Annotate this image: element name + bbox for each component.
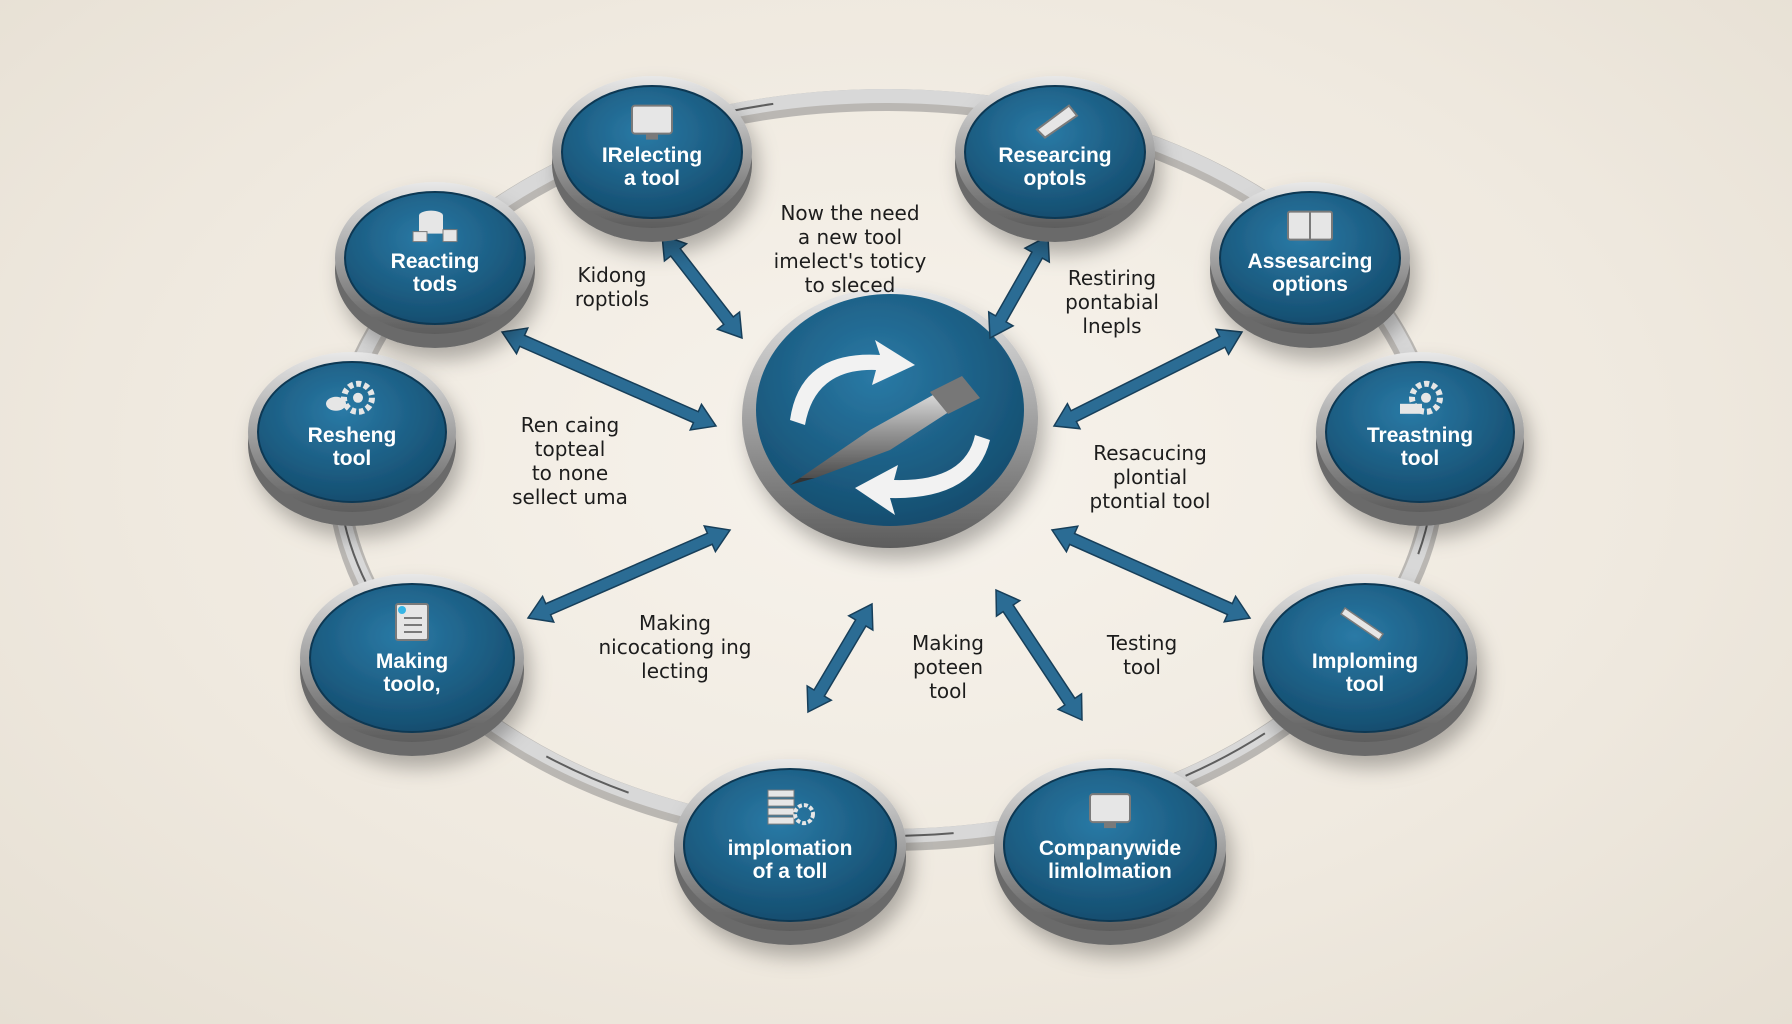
node-label: Assesarcing [1248,250,1373,273]
node-label: Researcing [998,144,1111,167]
pen-icon [1339,606,1385,642]
arrow-bottom-right [995,588,1083,722]
note-line: ptontial tool [1090,489,1211,513]
document-icon [395,603,429,641]
note-line: Making [639,611,711,635]
note-line: Now the need [780,201,919,225]
node-label: Treastning [1367,424,1473,447]
refresh-arrow-bottom-icon [855,435,990,515]
note-line: toptеal [535,437,606,461]
node-label: options [1272,273,1348,296]
center-disc [742,288,1038,548]
node-label: limlolmation [1048,860,1172,883]
note-line: tool [1123,655,1161,679]
note-line: Testing [1106,631,1177,655]
monitor-icon [1089,793,1131,829]
pen-icon [790,376,980,485]
note-line: poteen [913,655,983,679]
arrow-lower-right [1050,525,1252,623]
note-line: lecting [641,659,709,683]
refresh-arrow-top-icon [790,340,915,425]
note-line: sellect uma [512,485,628,509]
note-line: Kidong [578,263,647,287]
node-label: of a toll [753,860,828,883]
node-label: implomation [728,837,853,860]
note-line: a new tool [798,225,902,249]
note-line: to sleced [805,273,896,297]
note-line: Restiring [1068,266,1156,290]
arrow-top-right [987,234,1051,340]
stack-gear-icon [767,789,815,826]
node-label: tods [413,273,457,296]
arrow-lower-left [526,524,732,624]
monitor-icon [631,104,673,140]
node-label: a tool [624,167,680,190]
arrow-upper-right [1052,328,1244,430]
node-label: tool [1346,673,1384,696]
note-line: Ren caing [521,413,620,437]
node-label: tool [1401,447,1439,470]
node-label: Imploming [1312,650,1418,673]
node-label: Resheng [308,424,397,447]
note-line: roptiols [575,287,649,311]
gears-icon [1400,380,1443,415]
note-line: to none [532,461,608,485]
arrow-top-left [661,233,743,340]
note-line: Making [912,631,984,655]
node-label: tool [333,447,371,470]
node-label: Companywide [1039,837,1181,860]
note-line: nicocationg ing [598,635,751,659]
gear-icon [326,380,375,415]
node-label: Reacting [391,250,480,273]
note-line: pontabial [1065,290,1159,314]
node-label: Making [376,650,448,673]
arrow-upper-left [500,327,718,431]
note-line: tool [929,679,967,703]
node-label: optols [1024,167,1087,190]
note-line: imelect's toticy [774,249,927,273]
clip-icon [1035,104,1079,139]
note-line: lnepls [1082,314,1141,338]
arrow-bottom-left [806,602,874,714]
note-line: plontial [1113,465,1187,489]
stack-icon [412,210,458,243]
node-label: IRelecting [602,144,702,167]
note-line: Resacucing [1093,441,1207,465]
book-icon [1287,210,1333,241]
node-label: toolo, [383,673,440,696]
arrows-layer [500,233,1252,722]
